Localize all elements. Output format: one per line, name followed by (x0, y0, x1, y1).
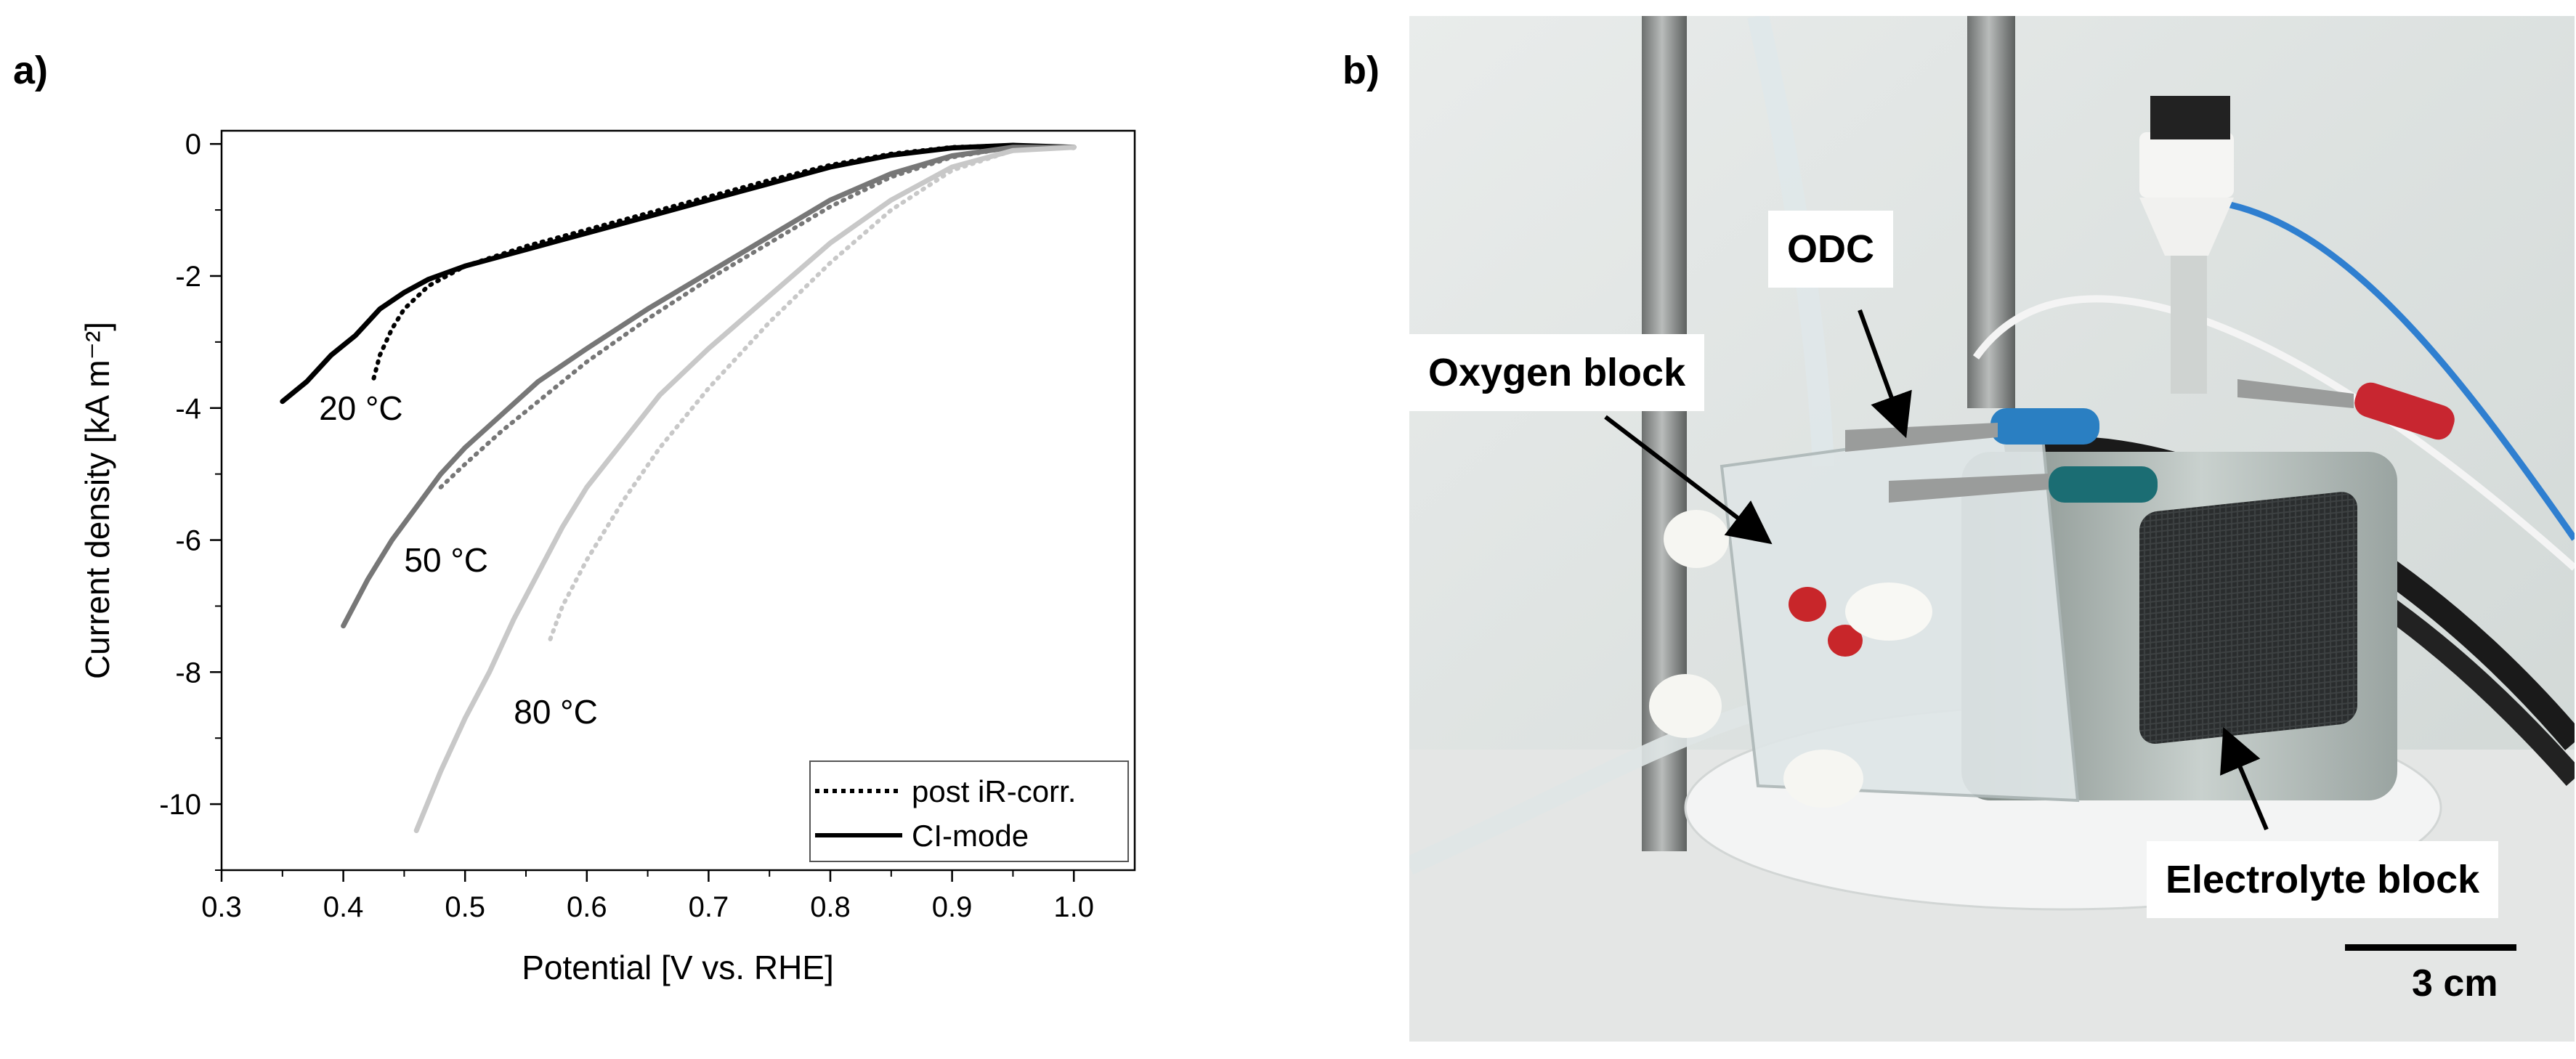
arrow-odc (1858, 309, 1912, 439)
plot-frame (220, 129, 1136, 872)
series-line-20c-dotted (371, 143, 1077, 381)
y-tick-label: 0 (185, 129, 201, 161)
fitting-white-4 (1783, 750, 1863, 808)
reservoir-top (2139, 132, 2234, 198)
x-tick-label: 0.3 (201, 891, 242, 923)
reservoir-funnel (2139, 198, 2234, 256)
panel-label-b: b) (1342, 49, 1380, 92)
y-tick-label: -10 (159, 789, 201, 821)
x-tick-label: 0.9 (932, 891, 973, 923)
reservoir-stem (2171, 256, 2207, 394)
series-line-80c-dotted (548, 145, 1077, 641)
y-tick-label: -8 (175, 657, 201, 689)
chart: 0.3 0.4 0.5 0.6 0.7 0.8 0.9 1.0 0 -2 -4 -6 -8 -10 20 … (78, 129, 1136, 986)
y-tick-label: -2 (175, 261, 201, 293)
series-line-20c-solid (280, 142, 1077, 405)
arrow-oxygen-block (1604, 415, 1773, 545)
alligator-clip-2 (1889, 474, 2049, 503)
x-tick-label: 0.7 (689, 891, 729, 923)
label-odc: ODC (1768, 211, 1893, 288)
x-tick-label: 0.6 (567, 891, 607, 923)
reservoir-cap (2150, 96, 2230, 139)
x-tick-label: 0.8 (810, 891, 851, 923)
alligator-clip-3 (2237, 379, 2354, 408)
clip-red (2354, 382, 2455, 440)
y-tick-label: -6 (175, 525, 201, 557)
y-axis-title: Current density [kA m⁻²] (78, 322, 116, 679)
temperature-annotation: 50 °C (404, 541, 488, 579)
arrow-electrolyte-block (2220, 726, 2269, 831)
clip-blue (1990, 408, 2099, 445)
x-tick-label: 0.4 (323, 891, 364, 923)
label-electrolyte-block: Electrolyte block (2147, 841, 2499, 918)
legend-box (809, 760, 1129, 862)
series-line-80c-solid (413, 145, 1077, 833)
series-line-50c-solid (341, 145, 1077, 629)
legend-label-ci-mode: CI-mode (912, 819, 1029, 853)
temperature-annotation: 20 °C (319, 389, 403, 427)
fitting-white-3 (1845, 583, 1932, 641)
panel-label-a: a) (13, 49, 49, 92)
fitting-white-2 (1649, 674, 1722, 738)
label-oxygen-block: Oxygen block (1409, 334, 1705, 411)
series-line-50c-dotted (438, 145, 1077, 490)
fitting-white-1 (1664, 510, 1729, 568)
cell-photo: ODC Oxygen block Electrolyte block 3 cm (1409, 16, 2575, 1042)
legend-label-post-ir: post iR-corr. (912, 774, 1076, 808)
temperature-annotation: 80 °C (514, 693, 598, 731)
clip-teal (2049, 466, 2158, 503)
legend: post iR-corr. CI-mode (809, 760, 1129, 862)
y-tick-label: -4 (175, 393, 201, 425)
electrolyte-window (2139, 492, 2357, 744)
scale-bar-label: 3 cm (2412, 962, 2498, 1005)
x-axis-title: Potential [V vs. RHE] (522, 949, 834, 986)
cable-blue (2229, 201, 2575, 541)
connector-red-2 (1828, 625, 1863, 657)
scale-bar (2345, 944, 2516, 951)
x-tick-label: 0.5 (445, 891, 485, 923)
connector-red (1789, 587, 1826, 622)
x-tick-label: 1.0 (1053, 891, 1094, 923)
